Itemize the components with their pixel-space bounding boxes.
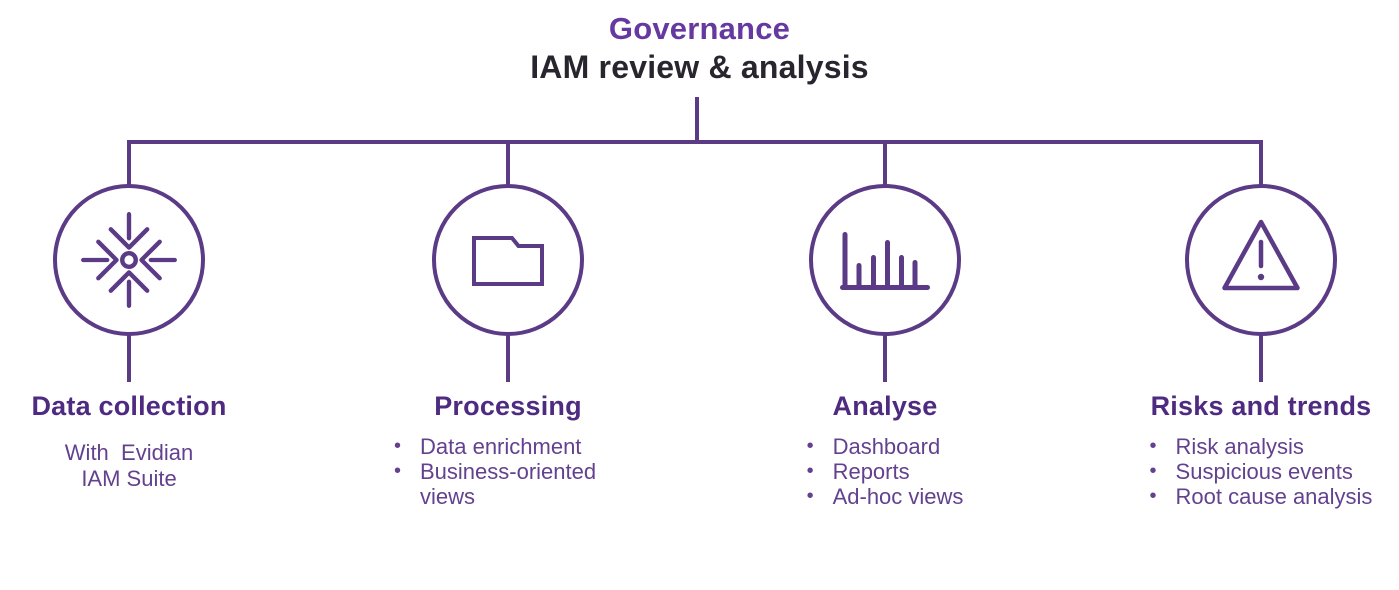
list-item-text: Dashboard [832,434,941,459]
list-item: • Data enrichment [394,434,622,459]
list-item: • Risk analysis [1150,434,1373,459]
folder-icon [472,236,544,286]
list-item: • Suspicious events [1150,459,1373,484]
bullet-icon: • [806,435,814,457]
connector-horizontal-bar [127,140,1263,144]
list-item-text: Suspicious events [1175,459,1353,484]
list-item-text: Ad-hoc views [832,484,964,509]
list-item-text: Data enrichment [420,434,582,459]
bullet-icon: • [394,460,402,482]
column-heading: Data collection [31,391,227,421]
diagram-category-title: Governance [608,11,791,46]
column-processing: Processing • Data enrichment • Business-… [338,390,678,509]
bullet-icon: • [1149,435,1157,457]
column-note: With Evidian IAM Suite [64,440,194,491]
bar-chart-icon [840,232,930,290]
list-item: • Dashboard [807,434,964,459]
list-item-text: Reports [832,459,910,484]
column-bullet-list: • Data enrichment • Business-oriented vi… [394,434,622,509]
list-item-text: Risk analysis [1175,434,1304,459]
connector-title-stem [695,97,699,142]
warning-triangle-icon [1222,219,1300,291]
column-risks-and-trends: Risks and trends • Risk analysis • Suspi… [1091,390,1399,509]
connector-stem-below-3 [883,334,887,382]
bullet-icon: • [1149,460,1157,482]
list-item: • Reports [807,459,964,484]
connector-drop-2 [506,142,510,185]
bullet-icon: • [806,485,814,507]
node-circle-analyse [809,184,961,336]
connector-stem-below-1 [127,334,131,382]
list-item-text: Business-oriented views [420,459,597,509]
bullet-icon: • [394,435,402,457]
node-circle-data-collection [53,184,205,336]
diagram-subtitle: IAM review & analysis [530,49,869,85]
connector-drop-1 [127,142,131,185]
connector-stem-below-4 [1259,334,1263,382]
node-circle-risks [1185,184,1337,336]
column-heading: Analyse [832,391,938,421]
column-heading: Processing [434,391,582,421]
column-bullet-list: • Dashboard • Reports • Ad-hoc views [807,434,964,509]
column-heading: Risks and trends [1150,391,1372,421]
node-circle-processing [432,184,584,336]
list-item-text: Root cause analysis [1175,484,1373,509]
list-item: • Ad-hoc views [807,484,964,509]
column-data-collection: Data collection With Evidian IAM Suite [0,390,299,492]
column-analyse: Analyse • Dashboard • Reports • Ad-hoc v… [715,390,1055,509]
converge-arrows-icon [81,212,177,308]
connector-drop-4 [1259,142,1263,185]
bullet-icon: • [806,460,814,482]
column-bullet-list: • Risk analysis • Suspicious events • Ro… [1150,434,1373,509]
diagram-title-block: Governance IAM review & analysis [0,10,1399,86]
list-item: • Business-oriented views [394,459,622,509]
connector-stem-below-2 [506,334,510,382]
list-item: • Root cause analysis [1150,484,1373,509]
bullet-icon: • [1149,485,1157,507]
connector-drop-3 [883,142,887,185]
